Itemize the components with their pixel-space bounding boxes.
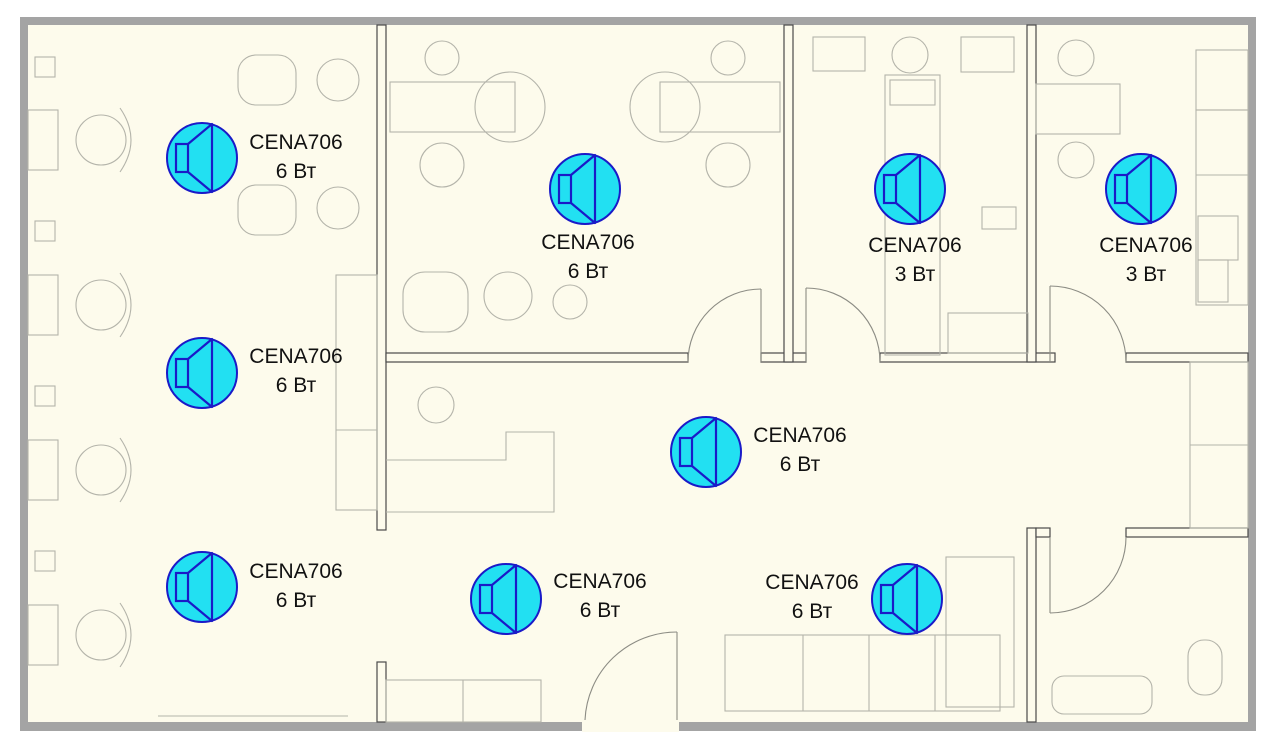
furniture <box>27 36 1249 723</box>
speaker-model: CENA706 <box>765 571 859 594</box>
speaker-power: 6 Вт <box>567 260 609 283</box>
speaker-power: 6 Вт <box>779 453 821 476</box>
speaker-model: CENA706 <box>249 560 343 583</box>
speaker-label: CENA706 6 Вт <box>249 128 342 186</box>
speaker-model: CENA706 <box>553 570 647 593</box>
speakers-layer <box>166 122 1177 635</box>
speaker-label: CENA706 6 Вт <box>553 567 646 625</box>
speaker-model: CENA706 <box>541 231 635 254</box>
speaker-icon <box>166 551 238 623</box>
speaker-icon <box>871 563 943 635</box>
speaker-label: CENA706 3 Вт <box>868 231 961 289</box>
speaker-power: 6 Вт <box>579 599 621 622</box>
speaker-label: CENA706 3 Вт <box>1099 231 1192 289</box>
speaker-power: 3 Вт <box>894 263 936 286</box>
speaker-model: CENA706 <box>753 424 847 447</box>
speaker-icon <box>470 563 542 635</box>
speaker-label: CENA706 6 Вт <box>541 228 634 286</box>
speaker-icon <box>1105 153 1177 225</box>
speaker-power: 6 Вт <box>275 160 317 183</box>
speaker-power: 6 Вт <box>275 589 317 612</box>
speaker-icon <box>874 153 946 225</box>
speaker-power: 3 Вт <box>1125 263 1167 286</box>
entrance-gap <box>582 720 679 732</box>
speaker-model: CENA706 <box>868 234 962 257</box>
speaker-label: CENA706 6 Вт <box>753 421 846 479</box>
speaker-icon <box>166 122 238 194</box>
speaker-icon <box>549 153 621 225</box>
speaker-label: CENA706 6 Вт <box>765 568 858 626</box>
speaker-label: CENA706 6 Вт <box>249 342 342 400</box>
speaker-icon <box>166 337 238 409</box>
doors <box>584 285 1127 721</box>
speaker-model: CENA706 <box>249 345 343 368</box>
speaker-model: CENA706 <box>249 131 343 154</box>
speaker-icon <box>670 416 742 488</box>
interior-walls <box>376 24 1249 723</box>
speaker-power: 6 Вт <box>791 600 833 623</box>
speaker-power: 6 Вт <box>275 374 317 397</box>
speaker-label: CENA706 6 Вт <box>249 557 342 615</box>
speaker-model: CENA706 <box>1099 234 1193 257</box>
